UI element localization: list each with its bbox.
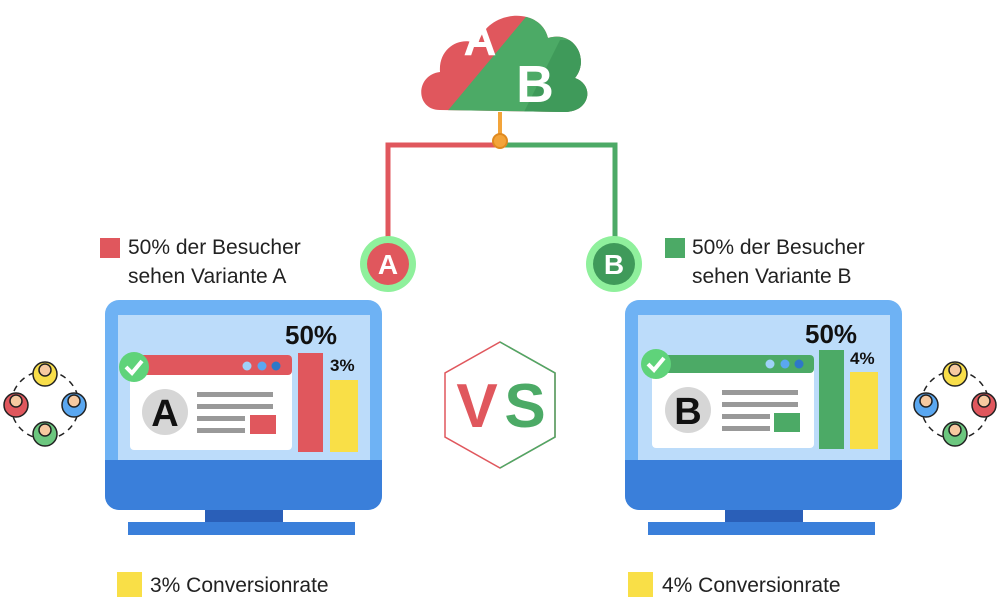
footer-a-swatch [117, 572, 142, 597]
conversion-bar-b [850, 372, 878, 449]
monitor-b [625, 300, 902, 535]
screen-letter-a: A [151, 393, 178, 435]
monitor-a [105, 300, 382, 535]
traffic-label-b: 50% [805, 319, 858, 349]
connector-b [500, 142, 618, 238]
badge-b-icon [586, 236, 642, 292]
conversion-label-a: 3% [330, 356, 355, 375]
people-group-left-icon [3, 361, 87, 447]
legend-b-line1: 50% der Besucher [692, 236, 865, 259]
traffic-label-a: 50% [285, 320, 338, 350]
traffic-bar-a [298, 353, 323, 452]
cloud-letter-b: B [516, 56, 554, 114]
screen-letter-b: B [674, 391, 701, 433]
badge-a-icon [360, 236, 416, 292]
traffic-bar-b [819, 350, 844, 449]
check-icon [119, 352, 149, 382]
legend-a-line2: sehen Variante A [128, 265, 287, 288]
vs-letter-s: S [504, 372, 545, 441]
legend-a-swatch [100, 238, 120, 258]
badge-b-letter: B [604, 249, 624, 280]
legend-b-line2: sehen Variante B [692, 265, 852, 288]
people-group-right-icon [913, 361, 997, 447]
junction-dot [492, 133, 508, 149]
cloud-letter-a: A [463, 13, 496, 65]
ab-cloud-icon [421, 15, 588, 112]
badge-a-letter: A [378, 249, 398, 280]
conversion-label-b: 4% [850, 349, 875, 368]
vs-letter-v: V [456, 372, 497, 441]
conversion-bar-a [330, 380, 358, 452]
footer-a-text: 3% Conversionrate [150, 574, 329, 597]
footer-b-text: 4% Conversionrate [662, 574, 841, 597]
legend-b-swatch [665, 238, 685, 258]
check-icon [641, 349, 671, 379]
vs-hexagon-icon [444, 341, 556, 469]
legend-a-line1: 50% der Besucher [128, 236, 301, 259]
footer-b-swatch [628, 572, 653, 597]
connector-a [385, 142, 500, 238]
